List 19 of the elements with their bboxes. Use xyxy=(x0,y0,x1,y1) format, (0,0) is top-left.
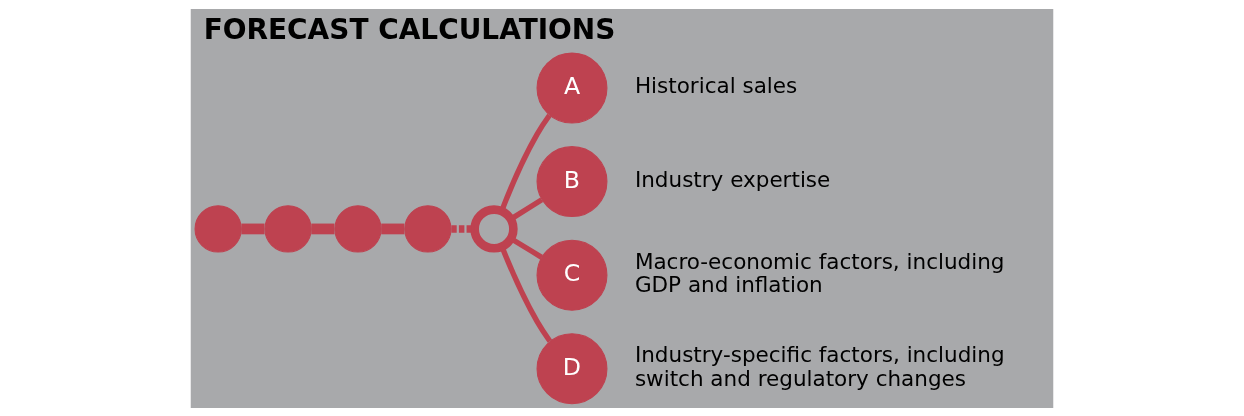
node-label: Industry-specific factors, including switch and regulatory changes xyxy=(634,341,1005,391)
connector xyxy=(311,223,335,234)
node-label: Historical sales xyxy=(634,72,798,98)
node-circle: D xyxy=(536,332,608,404)
node-label: Macro-economic factors, including GDP and inflation xyxy=(634,248,1005,297)
connector xyxy=(509,197,544,221)
connector xyxy=(381,223,405,234)
node-circle: B xyxy=(536,145,608,217)
node-circle: A xyxy=(536,52,608,124)
node-circle xyxy=(264,204,312,253)
node-label: Industry expertise xyxy=(634,166,831,192)
node-circle xyxy=(334,204,382,253)
node-circle xyxy=(470,204,518,253)
node-circle xyxy=(194,204,242,253)
connector xyxy=(241,223,265,234)
diagram-title: FORECAST CALCULATIONS xyxy=(203,12,616,46)
connector xyxy=(499,113,552,212)
node-circle xyxy=(404,204,452,253)
node-circle: C xyxy=(536,239,608,311)
